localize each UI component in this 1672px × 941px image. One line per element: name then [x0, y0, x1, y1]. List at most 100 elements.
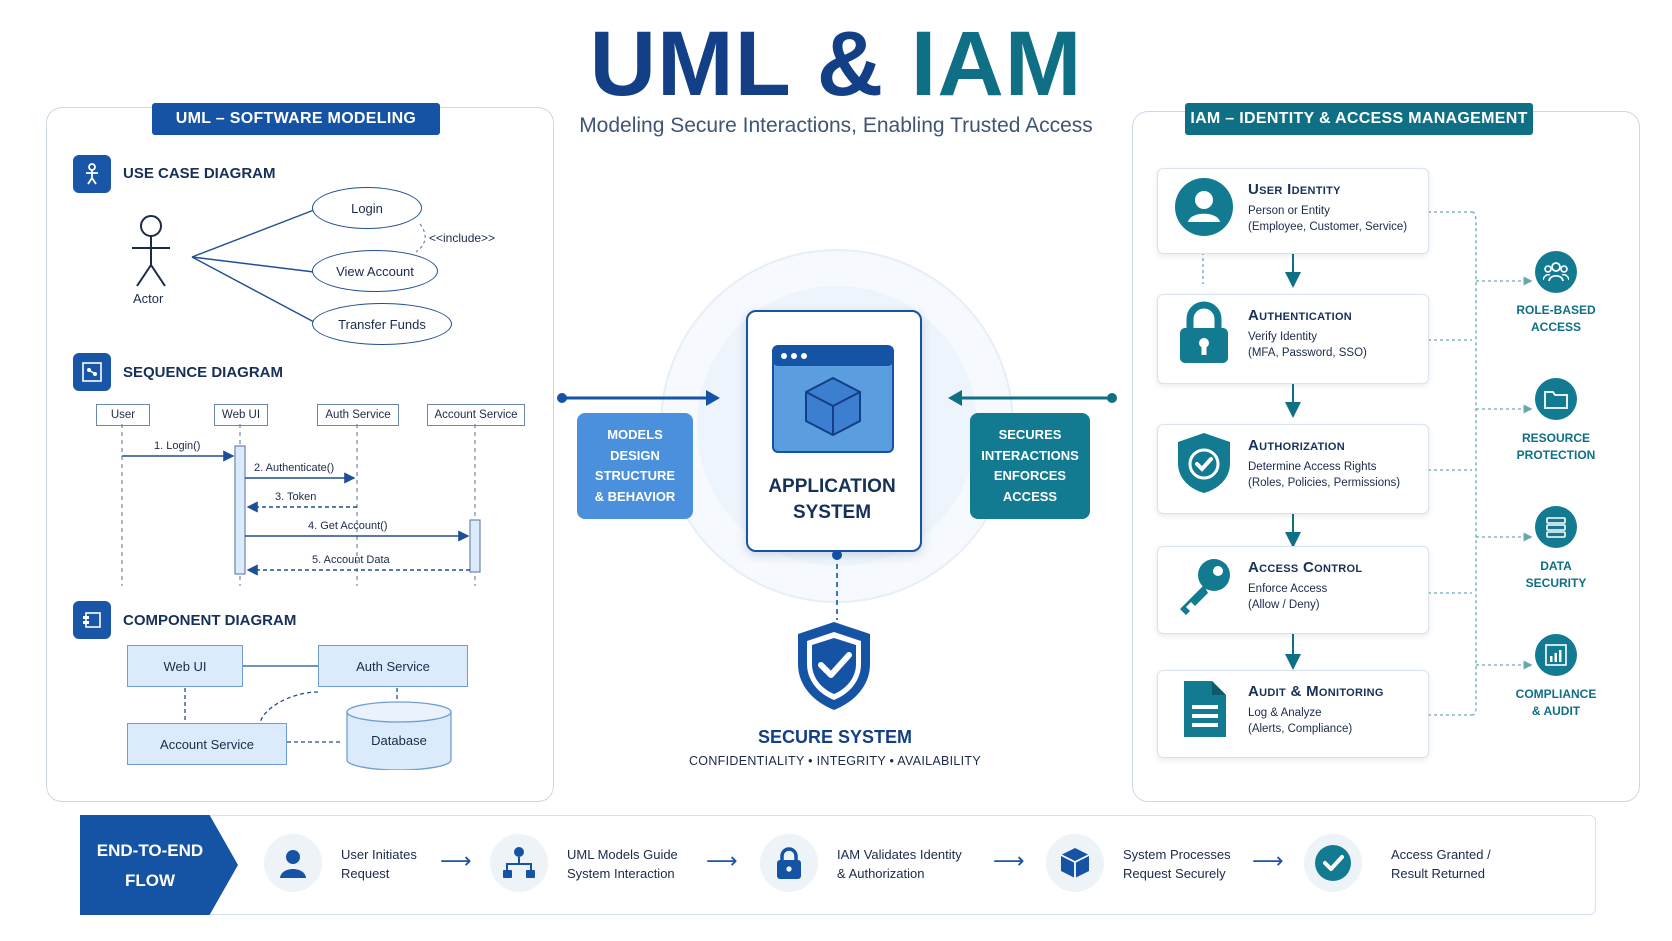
authorization-line-1: Determine Access Rights: [1248, 461, 1377, 473]
secures-line-1: SECURES: [998, 427, 1062, 442]
iam-connectors: [1202, 211, 1533, 716]
flow-arrow-4: ⟶: [1252, 848, 1284, 873]
user-identity-title: User Identity: [1248, 181, 1341, 198]
access-control-line-2: (Allow / Deny): [1248, 599, 1320, 611]
side-role-based-access: ROLE-BASED ACCESS: [1496, 302, 1616, 336]
flow-step-2: UML Models Guide System Interaction: [567, 845, 678, 883]
key-icon: [1174, 555, 1234, 615]
include-label: <<include>>: [429, 231, 496, 245]
lock-icon: [1174, 301, 1234, 363]
use-case-transfer-funds: Transfer Funds: [312, 303, 452, 345]
title-ampersand: &: [816, 13, 885, 115]
data-security-line-1: DATA: [1540, 559, 1572, 573]
flow-user-icon: [264, 834, 322, 892]
compliance-line-2: & AUDIT: [1531, 704, 1581, 718]
app-window-icon: [772, 345, 894, 453]
application-system-label: APPLICATION SYSTEM: [746, 474, 918, 526]
compliance-line-1: COMPLIANCE: [1515, 687, 1597, 701]
access-control-title: Access Control: [1248, 559, 1363, 576]
uml-panel-header: UML – SOFTWARE MODELING: [152, 103, 440, 135]
group-icon: [1535, 251, 1577, 293]
iam-card-authentication: Authentication Verify Identity (MFA, Pas…: [1157, 294, 1429, 384]
flow-label-line-2: FLOW: [124, 871, 176, 890]
flow-check-icon: [1304, 834, 1362, 892]
database-cylinder: [346, 701, 452, 770]
chart-icon: [1535, 634, 1577, 676]
component-account-service: Account Service: [127, 723, 287, 765]
page-title: UML & IAM: [0, 14, 1672, 114]
secure-shield-icon: [798, 622, 870, 710]
sequence-icon: [73, 353, 111, 391]
component-title: COMPONENT DIAGRAM: [123, 612, 297, 629]
lifeline-auth-service: Auth Service: [317, 404, 399, 426]
shield-check-icon: [1174, 433, 1234, 493]
authentication-line-2: (MFA, Password, SSO): [1248, 347, 1367, 359]
flow-lock-icon: [760, 834, 818, 892]
flow-step-5-line-1: Access Granted /: [1391, 847, 1491, 862]
secures-line-4: ACCESS: [1002, 488, 1058, 504]
side-resource-protection: RESOURCE PROTECTION: [1496, 430, 1616, 464]
use-case-icon: [73, 155, 111, 193]
page-subtitle: Modeling Secure Interactions, Enabling T…: [579, 114, 1093, 137]
flow-step-4-line-1: System Processes: [1123, 847, 1231, 862]
component-auth-service: Auth Service: [318, 645, 468, 687]
role-based-line-1: ROLE-BASED: [1516, 303, 1596, 317]
component-database: Database: [371, 733, 427, 748]
models-line-4: & BEHAVIOR: [594, 488, 676, 504]
role-based-line-2: ACCESS: [1530, 320, 1581, 334]
cube-icon: [805, 376, 861, 437]
flow-step-3-line-2: & Authorization: [837, 866, 925, 881]
flow-label-chevron: [80, 815, 238, 915]
user-identity-line-1: Person or Entity: [1248, 205, 1330, 217]
resource-line-2: PROTECTION: [1516, 448, 1596, 462]
user-icon: [1174, 177, 1234, 237]
message-1: 1. Login(): [154, 440, 201, 452]
flow-step-2-line-1: UML Models Guide: [567, 847, 678, 862]
actor-label: Actor: [133, 291, 164, 306]
secures-line-2: INTERACTIONS: [981, 447, 1079, 463]
flow-label: END-TO-END FLOW: [84, 836, 216, 896]
authorization-line-2: (Roles, Policies, Permissions): [1248, 477, 1401, 489]
resource-line-1: RESOURCE: [1521, 431, 1590, 445]
message-5: 5. Account Data: [312, 554, 390, 566]
models-line-3: STRUCTURE: [594, 468, 676, 483]
audit-monitoring-line-1: Log & Analyze: [1248, 707, 1322, 719]
flow-cube-icon: [1046, 834, 1104, 892]
side-data-security: DATA SECURITY: [1496, 558, 1616, 592]
authorization-title: Authorization: [1248, 437, 1346, 454]
flow-step-1-line-1: User Initiates: [341, 847, 417, 862]
use-case-view-account: View Account: [312, 250, 438, 292]
sequence-diagram: [121, 424, 481, 586]
data-security-line-2: SECURITY: [1525, 576, 1587, 590]
lifeline-account-service: Account Service: [427, 404, 525, 426]
message-4: 4. Get Account(): [308, 520, 388, 532]
authentication-line-1: Verify Identity: [1248, 331, 1318, 343]
models-line-1: MODELS: [607, 427, 663, 442]
lifeline-user: User: [96, 404, 150, 426]
user-identity-line-2: (Employee, Customer, Service): [1248, 221, 1408, 233]
secures-line-3: ENFORCES: [993, 468, 1067, 483]
use-case-title: USE CASE DIAGRAM: [123, 165, 276, 182]
audit-monitoring-title: Audit & Monitoring: [1248, 683, 1384, 700]
iam-panel-header: IAM – IDENTITY & ACCESS MANAGEMENT: [1185, 103, 1533, 135]
flow-step-4: System Processes Request Securely: [1123, 845, 1231, 883]
component-diagram: [184, 665, 452, 770]
iam-card-audit-monitoring: Audit & Monitoring Log & Analyze (Alerts…: [1157, 670, 1429, 758]
flow-arrow-3: ⟶: [993, 848, 1025, 873]
folder-icon: [1535, 378, 1577, 420]
flow-step-1: User Initiates Request: [341, 845, 417, 883]
flow-step-5: Access Granted / Result Returned: [1391, 845, 1491, 883]
server-icon: [1535, 506, 1577, 548]
flow-hierarchy-icon: [490, 834, 548, 892]
lifeline-web-ui: Web UI: [214, 404, 268, 426]
secure-system-title: SECURE SYSTEM: [757, 727, 913, 747]
side-compliance-audit: COMPLIANCE & AUDIT: [1496, 686, 1616, 720]
flow-label-line-1: END-TO-END: [96, 841, 204, 860]
component-icon: [73, 601, 111, 639]
flow-step-2-line-2: System Interaction: [567, 866, 675, 881]
iam-card-access-control: Access Control Enforce Access (Allow / D…: [1157, 546, 1429, 634]
flow-step-4-line-2: Request Securely: [1123, 866, 1226, 881]
message-2: 2. Authenticate(): [254, 462, 335, 474]
iam-card-user-identity: User Identity Person or Entity (Employee…: [1157, 168, 1429, 254]
iam-card-authorization: Authorization Determine Access Rights (R…: [1157, 424, 1429, 514]
